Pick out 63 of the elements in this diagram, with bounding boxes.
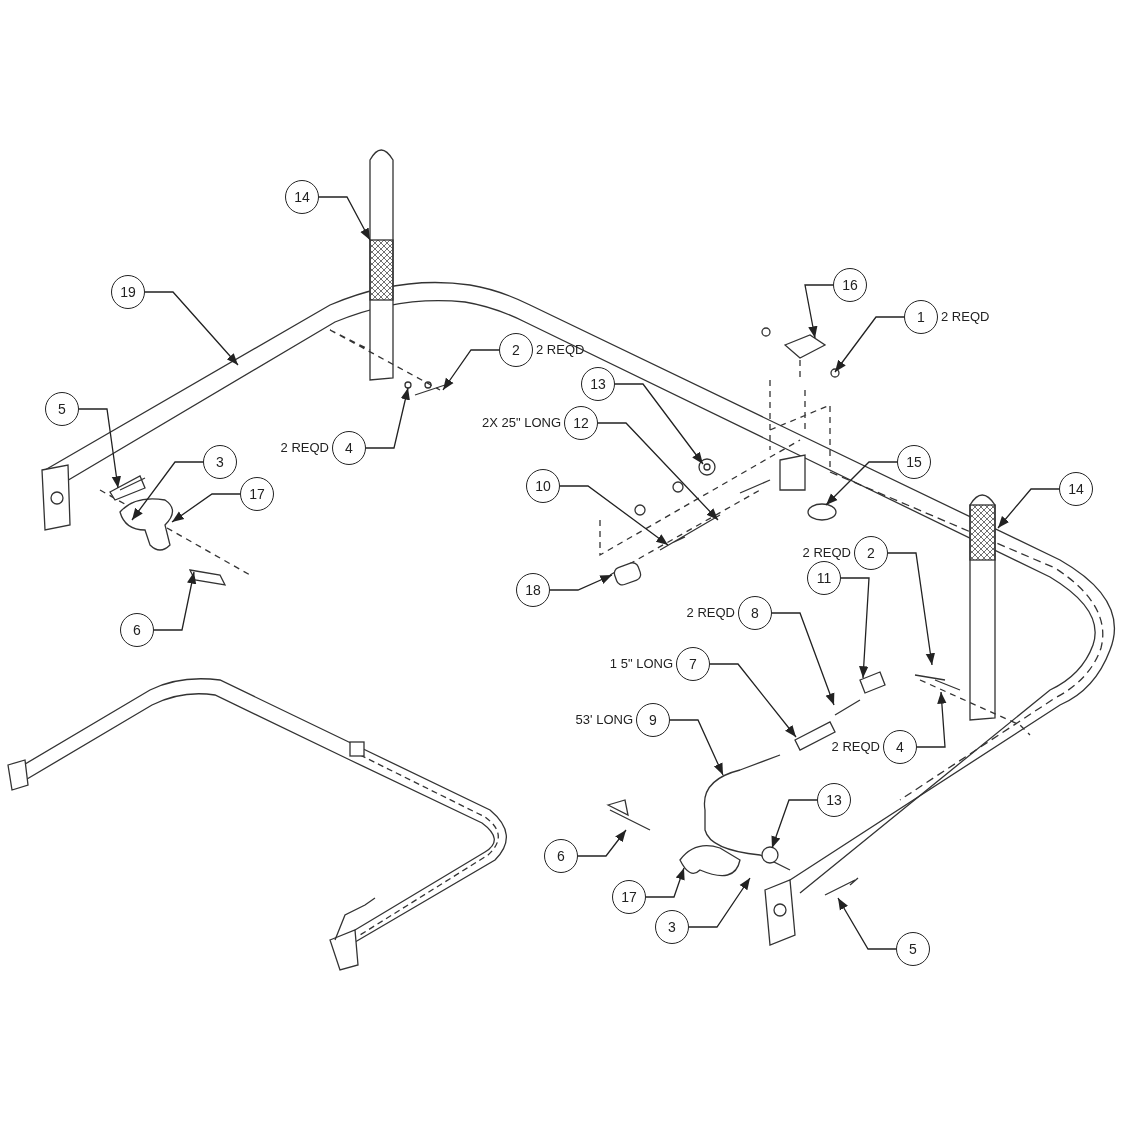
leader-line bbox=[153, 571, 197, 631]
callout-number: 4 bbox=[332, 431, 366, 465]
callout-number: 3 bbox=[203, 445, 237, 479]
leader-line bbox=[804, 284, 834, 339]
leader-line bbox=[131, 461, 204, 521]
leader-line bbox=[78, 408, 121, 489]
leader-line bbox=[887, 552, 935, 666]
callout-number: 13 bbox=[581, 367, 615, 401]
callout-number: 16 bbox=[833, 268, 867, 302]
quantity-note: 2X 25" LONG bbox=[481, 414, 561, 432]
callout-number: 3 bbox=[655, 910, 689, 944]
leader-line bbox=[709, 663, 797, 738]
leader-line bbox=[771, 799, 818, 849]
leader-line bbox=[549, 574, 613, 591]
callout-number: 5 bbox=[896, 932, 930, 966]
callout-number: 7 bbox=[676, 647, 710, 681]
callout-number: 10 bbox=[526, 469, 560, 503]
leader-line bbox=[688, 877, 751, 928]
leader-line bbox=[916, 691, 947, 748]
quantity-note: 2 REQD bbox=[536, 341, 585, 359]
callout-number: 6 bbox=[120, 613, 154, 647]
leader-line bbox=[171, 493, 241, 523]
callout-number: 11 bbox=[807, 561, 841, 595]
leader-line bbox=[318, 196, 371, 241]
callout-number: 8 bbox=[738, 596, 772, 630]
leader-line bbox=[614, 383, 704, 465]
leader-line bbox=[597, 422, 719, 521]
quantity-note: 2 REQD bbox=[941, 308, 990, 326]
leader-line bbox=[825, 461, 898, 506]
leader-line bbox=[837, 897, 897, 950]
callout-number: 14 bbox=[1059, 472, 1093, 506]
leader-line bbox=[645, 867, 685, 898]
callout-number: 13 bbox=[817, 783, 851, 817]
callout-number: 12 bbox=[564, 406, 598, 440]
leader-line bbox=[442, 349, 500, 391]
quantity-note: 2 REQD bbox=[280, 439, 329, 457]
leader-line bbox=[840, 577, 870, 679]
quantity-note: 53' LONG bbox=[575, 711, 633, 729]
callout-number: 2 bbox=[499, 333, 533, 367]
leader-line bbox=[771, 612, 835, 706]
leader-line bbox=[144, 291, 239, 366]
leader-line bbox=[834, 316, 905, 373]
callout-number: 1 bbox=[904, 300, 938, 334]
callout-number: 4 bbox=[883, 730, 917, 764]
leader-line bbox=[669, 719, 724, 776]
callout-number: 17 bbox=[612, 880, 646, 914]
quantity-note: 1 5" LONG bbox=[609, 655, 673, 673]
leader-line bbox=[365, 387, 410, 449]
quantity-note: 2 REQD bbox=[686, 604, 735, 622]
callout-number: 19 bbox=[111, 275, 145, 309]
quantity-note: 2 REQD bbox=[802, 544, 851, 562]
leader-line bbox=[577, 829, 627, 857]
callout-number: 5 bbox=[45, 392, 79, 426]
leader-line bbox=[559, 485, 669, 546]
callout-number: 17 bbox=[240, 477, 274, 511]
callout-number: 6 bbox=[544, 839, 578, 873]
leader-line bbox=[997, 488, 1060, 529]
callout-number: 18 bbox=[516, 573, 550, 607]
callout-number: 14 bbox=[285, 180, 319, 214]
callout-number: 9 bbox=[636, 703, 670, 737]
quantity-note: 2 REQD bbox=[831, 738, 880, 756]
callout-number: 15 bbox=[897, 445, 931, 479]
callout-number: 2 bbox=[854, 536, 888, 570]
